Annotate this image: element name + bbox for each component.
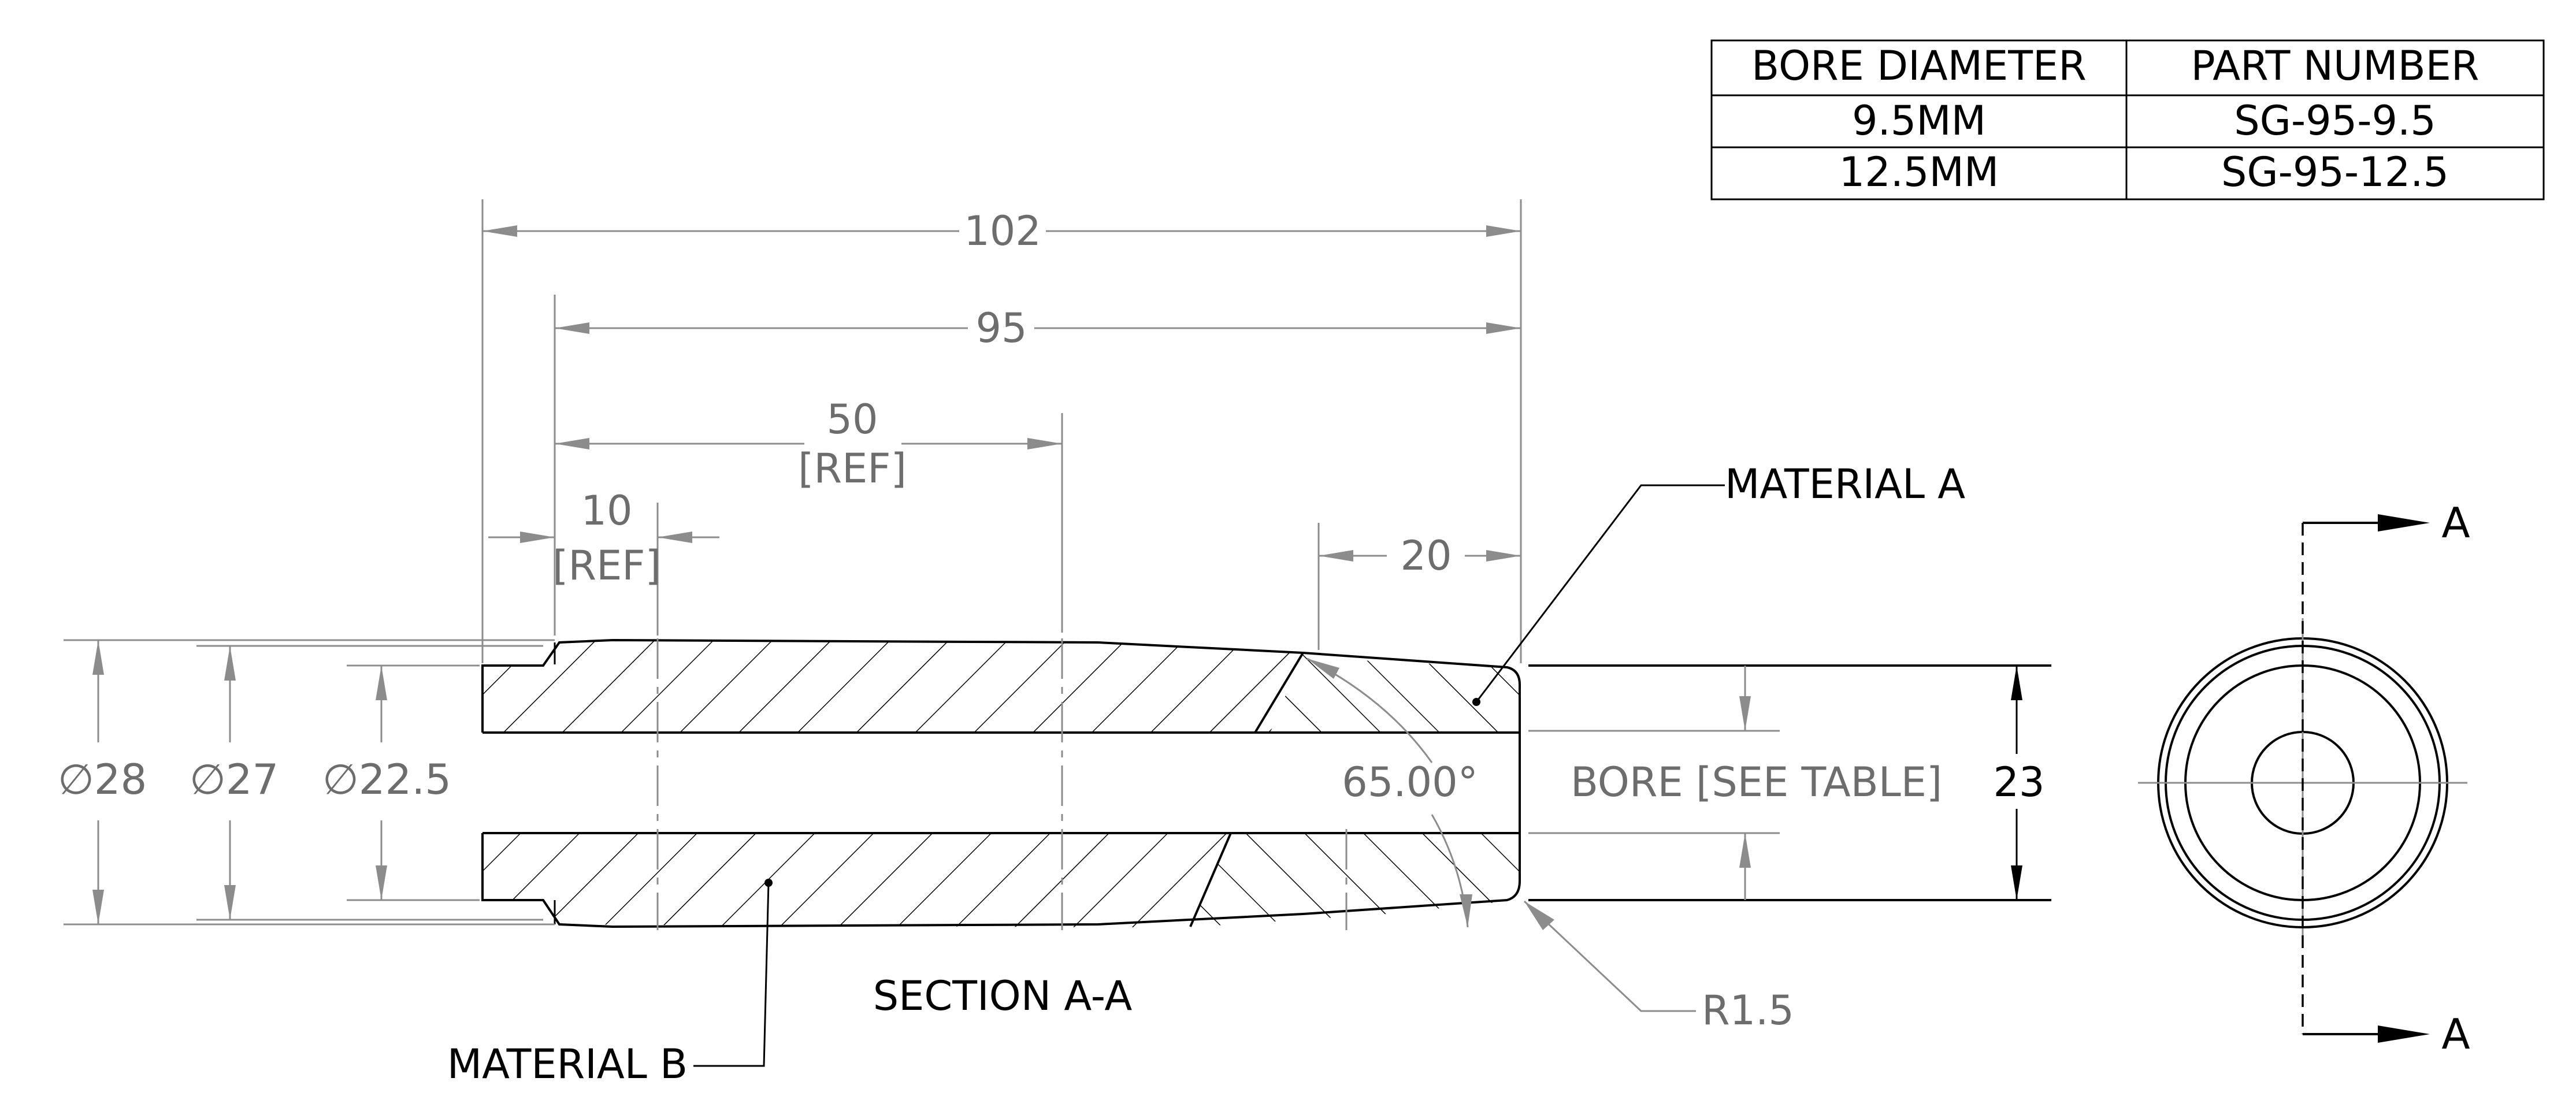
dimension-10-ref: [REF] [552, 542, 661, 589]
section-title: SECTION A-A [873, 972, 1133, 1020]
table-header-part-number: PART NUMBER [2191, 42, 2479, 90]
material-b-region [482, 640, 1303, 927]
diameter-28-label: ∅28 [58, 755, 147, 804]
dimension-20: 20 [1319, 532, 1521, 579]
diameter-22-5-dimension: ∅22.5 [322, 666, 451, 900]
diameter-28-dimension: ∅28 [58, 640, 147, 924]
end-view: A A [2138, 499, 2470, 1058]
dimension-95: 95 [555, 304, 1521, 352]
material-a-label: MATERIAL A [1725, 460, 1965, 508]
angle-label: 65.00° [1342, 759, 1478, 806]
bore-dimension: BORE [SEE TABLE] [1571, 666, 1942, 900]
diameter-27-dimension: ∅27 [190, 646, 279, 920]
material-a-callout: MATERIAL A [1472, 460, 1965, 706]
dimension-10-label: 10 [581, 487, 632, 534]
material-b-callout: MATERIAL B [447, 879, 773, 1088]
table-header-bore-diameter: BORE DIAMETER [1751, 42, 2087, 90]
angle-dimension: 65.00° [1306, 657, 1478, 928]
bore-label: BORE [SEE TABLE] [1571, 759, 1942, 806]
dimension-23-label: 23 [1993, 759, 2044, 806]
dimension-50: 50 [REF] [555, 396, 1062, 492]
dimension-20-label: 20 [1400, 532, 1452, 579]
dimension-50-label: 50 [826, 396, 878, 443]
table-cell: 12.5MM [1839, 148, 1999, 196]
dimension-102-label: 102 [964, 207, 1041, 255]
radius-callout: R1.5 [1523, 900, 1794, 1034]
dimension-50-ref: [REF] [798, 445, 907, 492]
section-marker-bottom-label: A [2441, 1010, 2470, 1058]
diameter-27-label: ∅27 [190, 755, 279, 804]
material-b-label: MATERIAL B [447, 1040, 688, 1088]
dimension-10: 10 [REF] [488, 487, 719, 589]
table-cell: 9.5MM [1852, 97, 1986, 144]
section-marker-top: A [2303, 499, 2470, 547]
diameter-22-5-label: ∅22.5 [322, 755, 451, 804]
horizontal-dimensions: 102 95 50 [REF] 10 [REF] [481, 199, 1522, 663]
diameter-dimensions: ∅28 ∅27 ∅22.5 [58, 639, 555, 926]
dimension-95-label: 95 [975, 304, 1027, 352]
section-marker-top-label: A [2441, 499, 2470, 547]
part-outline [481, 638, 1521, 928]
part-number-table: BORE DIAMETER PART NUMBER 9.5MM SG-95-9.… [1710, 39, 2545, 200]
radius-label: R1.5 [1702, 987, 1794, 1034]
section-marker-bottom: A [2303, 1010, 2470, 1058]
table-cell: SG-95-12.5 [2221, 148, 2449, 196]
section-view [481, 638, 2051, 930]
dimension-102: 102 [482, 207, 1521, 255]
dimension-23: 23 [1993, 666, 2045, 900]
table-cell: SG-95-9.5 [2234, 97, 2436, 144]
